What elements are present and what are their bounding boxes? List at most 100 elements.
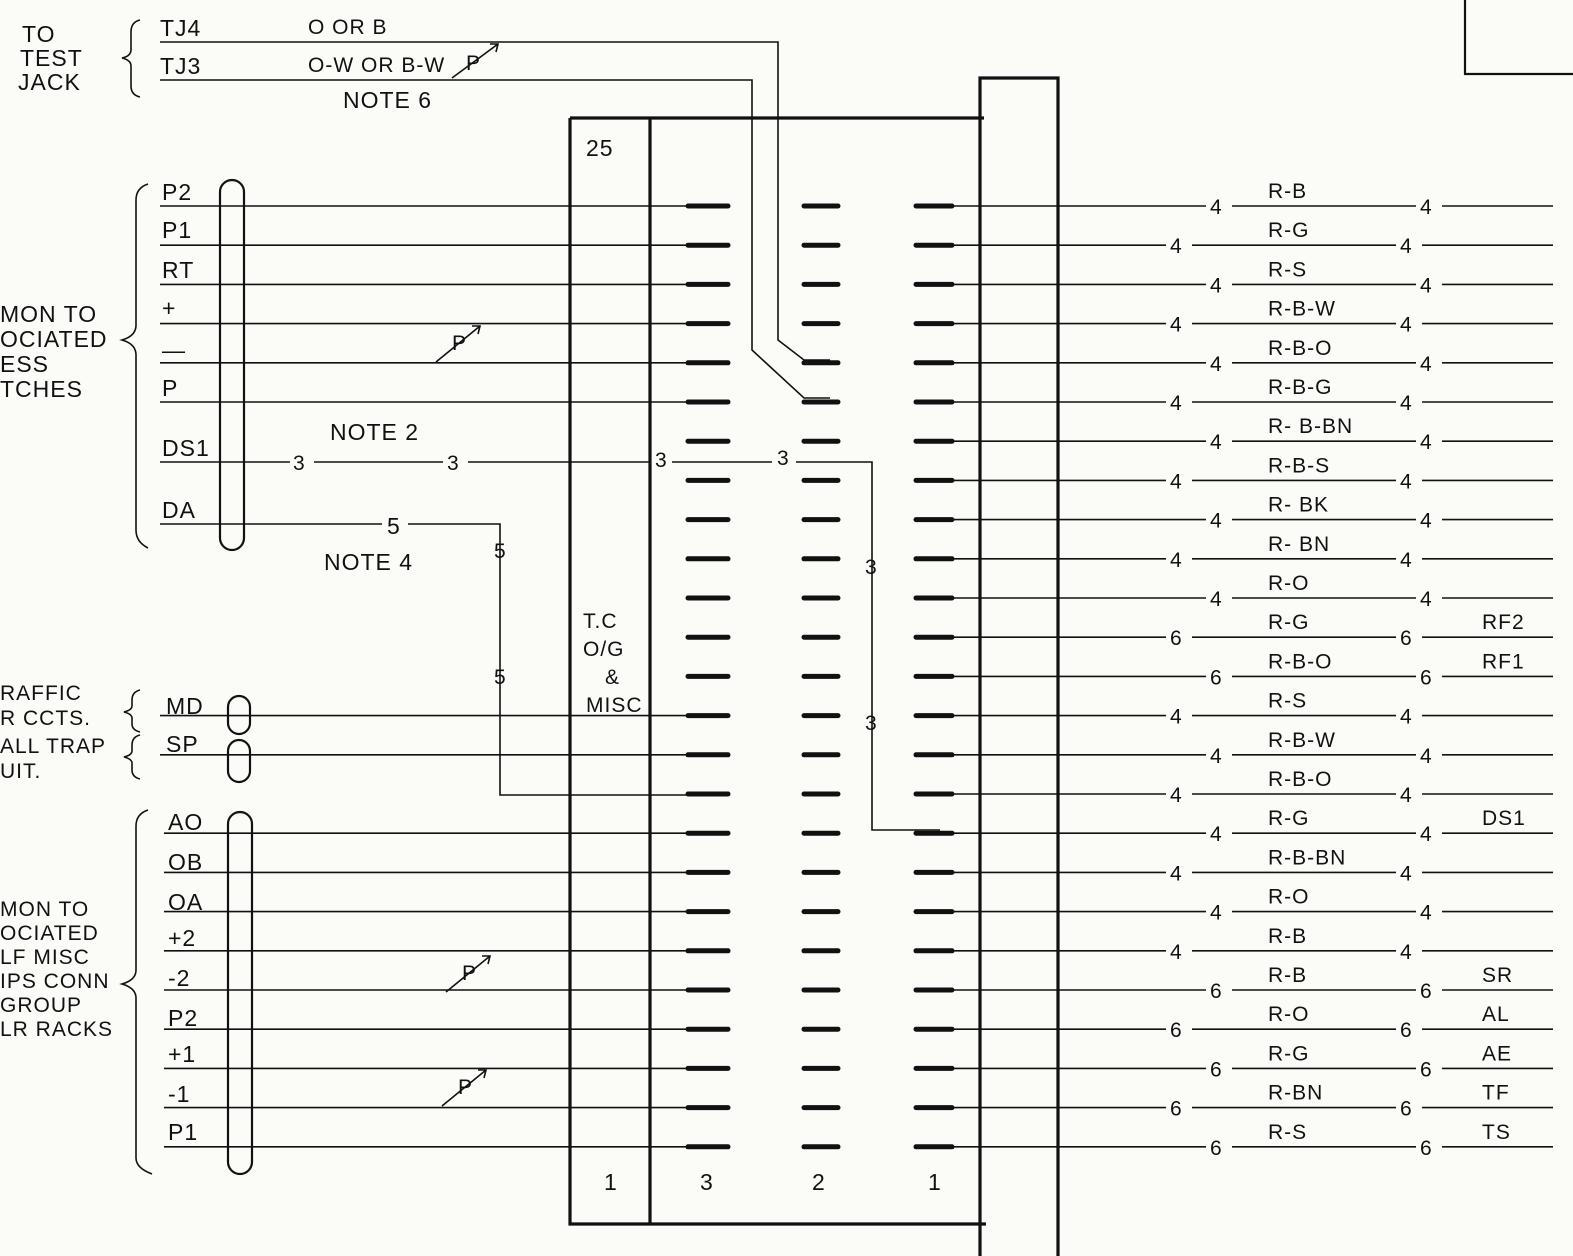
pair-arrow (445, 955, 492, 993)
tj3-wire (160, 79, 830, 399)
wire-code-right: 4 (1400, 470, 1412, 493)
wire-code-right: 4 (1420, 588, 1432, 611)
pair-arrow (451, 43, 500, 79)
left-wires (160, 205, 690, 1148)
wire-code-left: 4 (1170, 549, 1182, 572)
lead-label: -2 (168, 965, 190, 991)
wire-color: R-B (1268, 925, 1307, 948)
wire-code-right: 4 (1400, 862, 1412, 885)
common-lower-label-line: IPS CONN (0, 970, 110, 993)
md-brace (123, 689, 141, 733)
wire-color: R-B (1268, 180, 1307, 203)
wire-code-left: 4 (1210, 196, 1222, 219)
wire-color: R-S (1268, 1121, 1307, 1144)
wire-code-right: 4 (1400, 235, 1412, 258)
upper-cable-bundle (218, 178, 246, 552)
common-lower-label-line: OCIATED (0, 922, 99, 945)
wire-color: R-S (1268, 258, 1307, 281)
common-lower-label-line: MON TO (0, 898, 89, 921)
lead-label: — (162, 337, 186, 363)
tj4-wire (160, 41, 830, 361)
common-upper-label: MON TO OCIATED ESS TCHES (0, 301, 107, 402)
connector-col-label: 2 (812, 1169, 826, 1195)
lead-label: AO (168, 809, 203, 835)
wire-code-right: 4 (1420, 902, 1432, 925)
wire-code-right: 4 (1400, 784, 1412, 807)
wire-color: R-B-BN (1268, 846, 1346, 869)
test-jack-label: TO TEST JACK (18, 21, 82, 95)
lead-label: P (162, 375, 178, 401)
wire-code-left: 6 (1210, 1137, 1222, 1160)
wire-code-right: 4 (1420, 510, 1432, 533)
corner-frame (1463, 0, 1573, 76)
wire-code-left: 4 (1210, 431, 1222, 454)
lead-label: +2 (168, 925, 196, 951)
lead-label: P1 (162, 217, 192, 243)
traffic-label-line: ALL TRAP (0, 735, 106, 758)
lead-label: DS1 (162, 435, 210, 461)
lead-label-tj4: TJ4 (160, 15, 201, 41)
wire-color: R-B-G (1268, 376, 1333, 399)
lead-label: MD (166, 693, 204, 719)
connector-number: 25 (586, 135, 614, 161)
wire-code-left: 4 (1210, 588, 1222, 611)
test-jack-label-line: JACK (18, 69, 81, 95)
wire-color: R-B-S (1268, 454, 1330, 477)
connector-col-label: 1 (928, 1169, 942, 1195)
lead-label: P2 (168, 1005, 198, 1031)
traffic-label-line: UIT. (0, 760, 41, 783)
wire-code-left: 6 (1210, 1058, 1222, 1081)
wire-destination: RF1 (1482, 650, 1525, 673)
wire-color: R-B-O (1268, 768, 1333, 791)
wire-code-left: 4 (1170, 470, 1182, 493)
wire-destination: RF2 (1482, 611, 1525, 634)
wire-code-left: 4 (1210, 510, 1222, 533)
wire-color: R-B-W (1268, 298, 1336, 321)
wire-code-right: 4 (1420, 196, 1432, 219)
common-lower-label-line: GROUP (0, 994, 82, 1017)
wire-code-left: 4 (1170, 784, 1182, 807)
wire-color: R-B (1268, 964, 1307, 987)
wire-code-right: 4 (1420, 823, 1432, 846)
wire-color: R-S (1268, 690, 1307, 713)
wire-destination: AE (1482, 1042, 1512, 1065)
common-upper-label-line: MON TO (0, 301, 97, 327)
lead-label: DA (162, 497, 196, 523)
test-jack-brace (121, 19, 141, 98)
wire-code-right: 6 (1400, 1098, 1412, 1121)
lead-label: P1 (168, 1119, 198, 1145)
wire-destination: AL (1482, 1003, 1510, 1026)
wire-color: R-B-O (1268, 337, 1333, 360)
wire-code-left: 4 (1170, 706, 1182, 729)
wire-color: R-G (1268, 611, 1310, 634)
connector-designation: O/G (583, 638, 625, 661)
wire-code-left: 4 (1170, 314, 1182, 337)
wire-code-right: 4 (1420, 274, 1432, 297)
note-4: NOTE 4 (324, 549, 413, 575)
wire-code-left: 4 (1210, 353, 1222, 376)
wire-destination: DS1 (1482, 807, 1526, 830)
wire-color: R-BN (1268, 1082, 1323, 1105)
wire-color: R- BN (1268, 533, 1330, 556)
wire-code-left: 6 (1170, 1019, 1182, 1042)
pair-arrow (441, 1069, 488, 1107)
wire-color: R-G (1268, 807, 1310, 830)
wire-code-left: 6 (1210, 980, 1222, 1003)
lead-label: OB (168, 849, 203, 875)
test-jack-pair-mark: P (466, 52, 481, 75)
wire-color: R-B-O (1268, 650, 1333, 673)
wire-color: R-O (1268, 1003, 1310, 1026)
wire-code-right: 4 (1400, 941, 1412, 964)
wire-destination: SR (1482, 964, 1513, 987)
common-lower-label: MON TO OCIATED LF MISC IPS CONN GROUP LR… (0, 898, 112, 1041)
note-2: NOTE 2 (330, 419, 419, 445)
connector-designation: & (605, 666, 620, 689)
connector-designation: MISC (586, 694, 643, 717)
wire-color: R-G (1268, 219, 1310, 242)
wire-code-right: 6 (1420, 1058, 1432, 1081)
wire-code-right: 4 (1400, 706, 1412, 729)
right-wires: 4R-B44R-G44R-S44R-B-W44R-B-O44R-B-G44R- … (952, 180, 1553, 1160)
da-wire (160, 523, 720, 796)
